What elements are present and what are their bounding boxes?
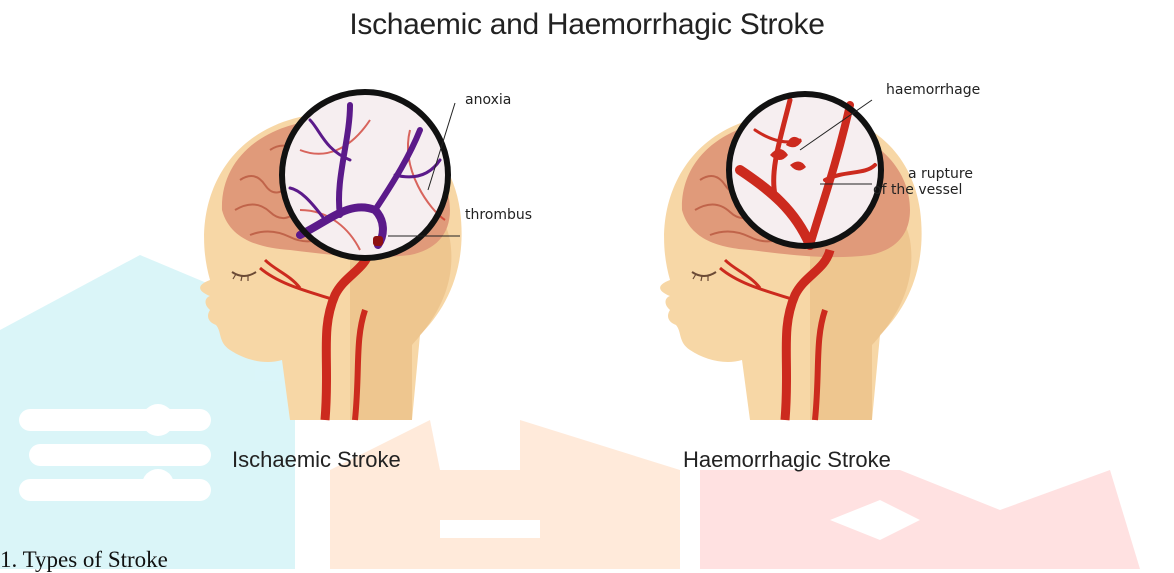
figure-title: Ischaemic and Haemorrhagic Stroke xyxy=(0,8,1174,42)
label-anoxia: anoxia xyxy=(465,92,511,108)
ischaemic-stroke-illustration xyxy=(150,60,550,440)
label-rupture: a rupture xyxy=(908,166,973,182)
label-rupture-line2: of the vessel xyxy=(873,182,962,198)
figure-caption: 1. Types of Stroke xyxy=(0,547,168,573)
haemorrhagic-stroke-illustration xyxy=(610,60,1010,440)
label-thrombus: thrombus xyxy=(465,207,532,223)
caption-haemorrhagic: Haemorrhagic Stroke xyxy=(683,447,891,473)
caption-ischaemic: Ischaemic Stroke xyxy=(232,447,401,473)
label-rupture-line1: a rupture xyxy=(908,166,973,182)
label-haemorrhage: haemorrhage xyxy=(886,82,980,98)
